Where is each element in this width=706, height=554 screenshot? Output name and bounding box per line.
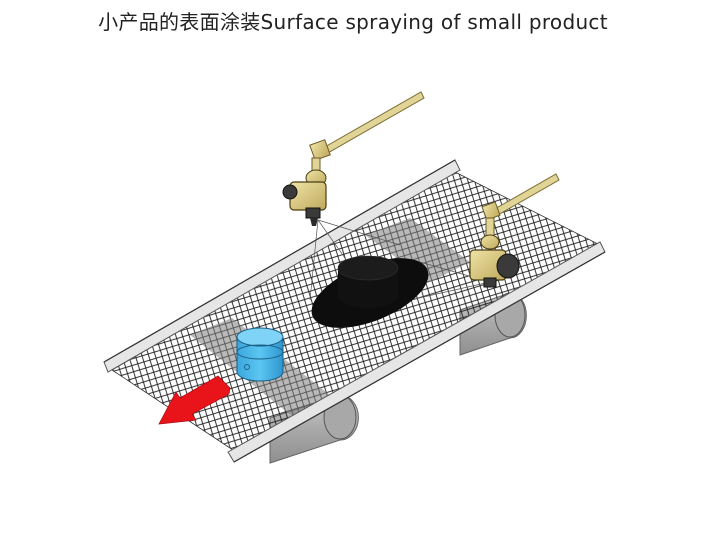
rail-back	[103, 159, 461, 373]
rail-front	[227, 241, 606, 463]
spray-gun-icon	[282, 169, 327, 226]
direction-arrow-icon	[158, 375, 231, 425]
supply-pipe-right	[481, 173, 560, 239]
page-title: 小产品的表面涂装Surface spraying of small produc…	[98, 10, 608, 34]
product-blue	[236, 327, 284, 382]
spray-gun-icon	[469, 234, 520, 288]
roller-shadow-back	[365, 218, 470, 282]
supply-pipe-left	[309, 91, 425, 177]
product-black	[311, 255, 429, 328]
